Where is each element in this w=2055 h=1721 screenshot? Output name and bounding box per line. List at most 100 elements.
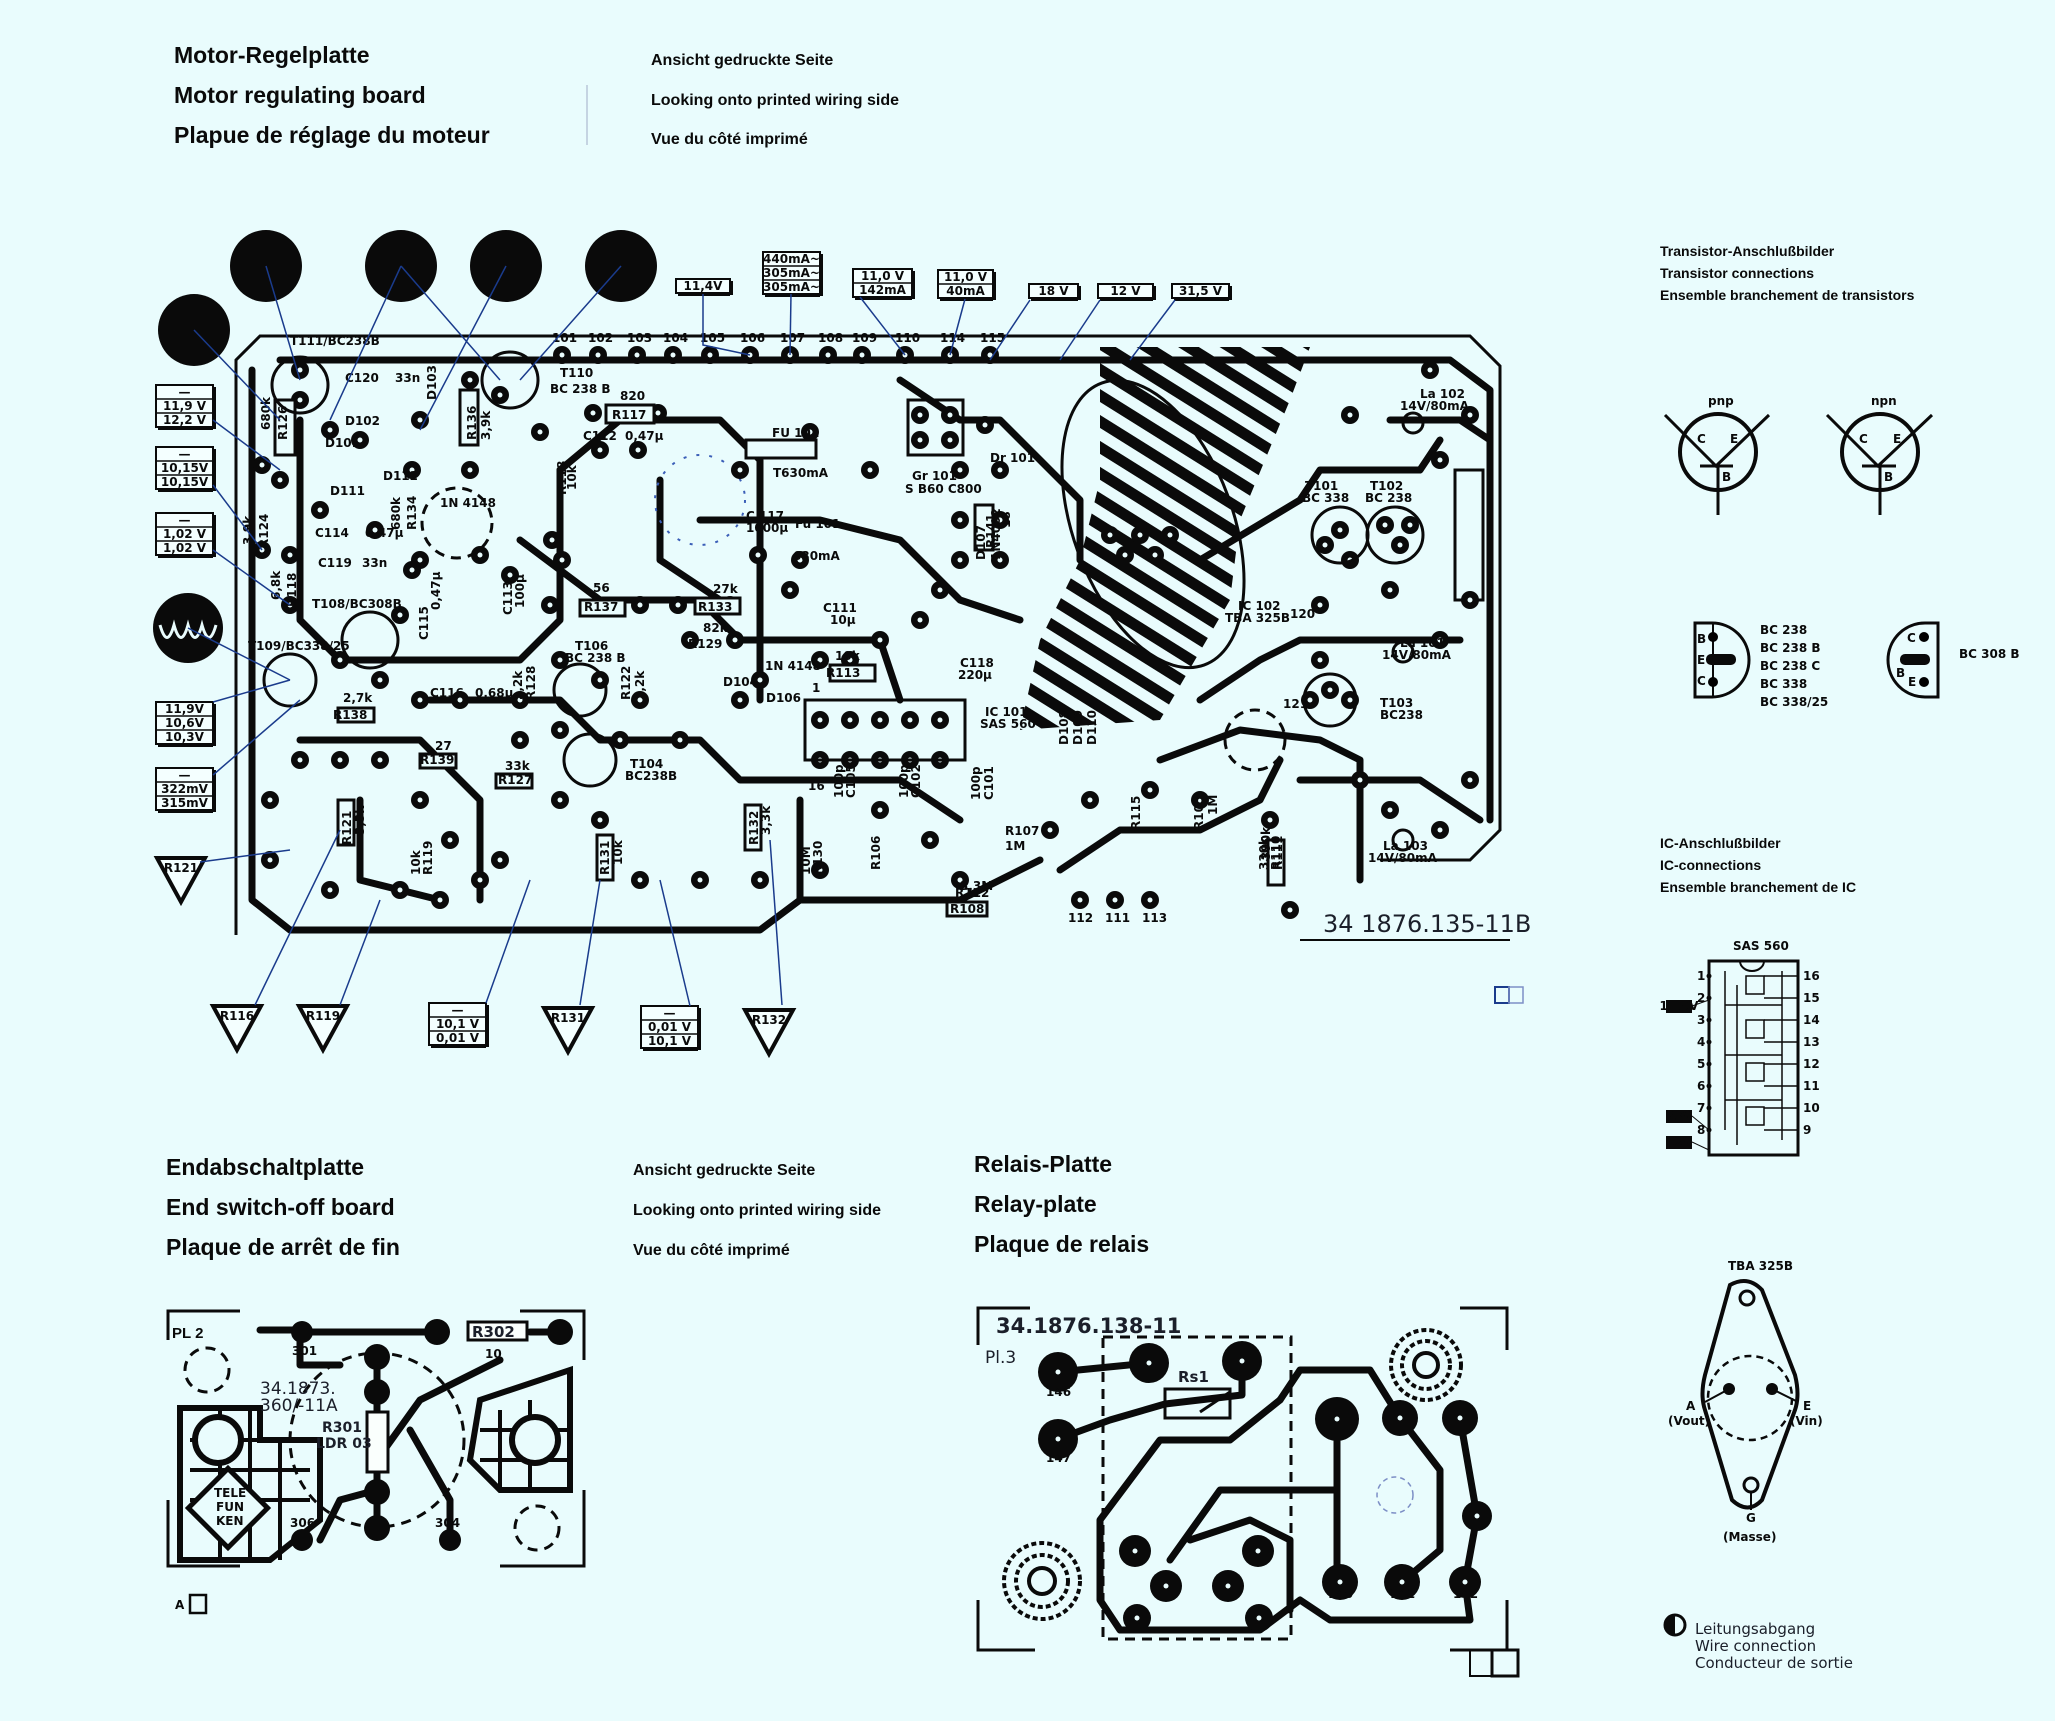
pin-a-label: A (1686, 1399, 1696, 1413)
callout-value: 12,2 V (163, 413, 207, 427)
ic-pin-number: 1 (1697, 969, 1705, 983)
component-label: S B60 C800 (905, 482, 982, 496)
spiral-mount-icon (1002, 1541, 1082, 1621)
pin-e-label: E (1803, 1399, 1811, 1413)
component-label: C102 (909, 764, 923, 798)
svg-text:FUN: FUN (216, 1500, 244, 1514)
ic1-name: SAS 560 (1733, 939, 1789, 953)
component-label: BC 238 (1365, 491, 1412, 505)
component-label: R127 (498, 773, 532, 787)
transistor-connections-section: Transistor-Anschlußbilder Transistor con… (1660, 243, 2020, 709)
callout-value: 10,6V (165, 716, 205, 730)
telefunken-logo: TELE FUN KEN (184, 1464, 272, 1552)
relay-title-fr: Plaque de relais (974, 1231, 1149, 1257)
pad-number: 108 (818, 331, 843, 345)
component-label: T108/BC308B (312, 597, 402, 611)
trimmer-label: R116 (220, 1009, 254, 1023)
component-label: R136 (465, 406, 479, 440)
wire-connection-icon (1663, 1613, 1687, 1637)
r302-label: R302 (472, 1323, 515, 1341)
component-label: R134 (405, 496, 419, 530)
legend-label-fr: Conducteur de sortie (1695, 1654, 1853, 1672)
relay-title-en: Relay-plate (974, 1191, 1097, 1217)
corner-mark-box (1494, 986, 1510, 1004)
component-label: IC 102 (1238, 599, 1281, 613)
component-label: BC 238 B (550, 382, 611, 396)
component-label: R132 (747, 811, 761, 845)
component-label: D102 (345, 414, 380, 428)
callout-value: — (664, 1006, 676, 1020)
pad-number: 121 (1283, 697, 1308, 711)
top-callout: 31,5 V (1129, 283, 1232, 361)
end-board-view-fr: Vue du côté imprimé (633, 1242, 790, 1259)
tba325b-pinout-icon: TBA 325B A (Vout) E (Vin) G (Masse) (1668, 1259, 1823, 1544)
pl3-label: Pl.3 (985, 1348, 1016, 1368)
pin-a-desc: (Vout) (1668, 1414, 1710, 1428)
component-label: D109 (1071, 710, 1085, 745)
relay-board-pads (1038, 1341, 1492, 1632)
ic-pin-number: 2 (1697, 991, 1705, 1005)
top-callout: 18 V (989, 283, 1081, 361)
component-label: 0,47µ (365, 526, 404, 540)
component-label: 1M (1005, 839, 1025, 853)
pad-label: 147 (1046, 1451, 1071, 1465)
corner-mark-box (1469, 1649, 1493, 1677)
ic-pin-number: 16 (1803, 969, 1820, 983)
pad-number: 106 (740, 331, 765, 345)
component-label: C114 (315, 526, 349, 540)
top-callout: 12 V (1059, 283, 1156, 361)
component-label: D110 (1085, 710, 1099, 745)
end-board-part-number-2: 360/-11A (260, 1396, 338, 1416)
pin-b: B (1884, 470, 1893, 484)
pad-number: 110 (895, 331, 920, 345)
solder-pad (547, 1319, 573, 1345)
scale-strip (1453, 468, 1485, 602)
pad-number: 103 (627, 331, 652, 345)
pin-c: C (1859, 432, 1868, 446)
component-label: 630mA (793, 549, 841, 563)
callout-value: 10,1 V (648, 1034, 692, 1048)
trimmer-label: R131 (551, 1011, 585, 1025)
component-label: 3,3M (960, 879, 993, 893)
motor-board-title-fr: Plapue de réglage du moteur (174, 122, 490, 148)
pin-b: B (1722, 470, 1731, 484)
callout-value: 0,01 V (436, 1031, 480, 1045)
callout-value: — (452, 1003, 464, 1017)
solder-pad (439, 1529, 461, 1551)
component-label: La 102 (1420, 387, 1465, 401)
component-label: R121 (340, 811, 354, 845)
component-label: BC238B (625, 769, 677, 783)
component-label: 0,47µ (429, 571, 443, 610)
component-label: R112 (955, 886, 989, 900)
component-label: 33n (395, 371, 420, 385)
component-label: R107 (1005, 824, 1039, 838)
component-label: 10M (799, 846, 813, 875)
component-label: C112 (583, 429, 617, 443)
component-label: R119 (421, 841, 435, 875)
pad-label: 304 (435, 1516, 460, 1530)
component-label: D111 (330, 484, 365, 498)
pad-number: 113 (1142, 911, 1167, 925)
ic-pin-number: 6 (1697, 1079, 1705, 1093)
component-label: R118 (555, 461, 569, 495)
motor-board-view-de: Ansicht gedruckte Seite (651, 52, 833, 69)
motor-board-title-de: Motor-Regelplatte (174, 42, 370, 68)
ic-pin-number: 5 (1697, 1057, 1705, 1071)
component-label: T104 (630, 757, 663, 771)
ic-title-en: IC-connections (1660, 857, 1761, 873)
callout-value: 11,0 V (944, 270, 988, 284)
transistor-title-fr: Ensemble branchement de transistors (1660, 287, 1915, 303)
package2-type: BC 308 B (1959, 647, 2020, 661)
pnp-symbol-icon: pnp C E B (1663, 394, 1771, 515)
callout-value: 322mV (161, 782, 209, 796)
pin-g-desc: (Masse) (1723, 1530, 1776, 1544)
ic-title-fr: Ensemble branchement de IC (1660, 879, 1856, 895)
component-label: C105 (844, 764, 858, 798)
component-label: 0,68µ (475, 686, 514, 700)
sas560-pinout-icon (1707, 959, 1800, 1157)
svg-text:E: E (1908, 675, 1916, 689)
